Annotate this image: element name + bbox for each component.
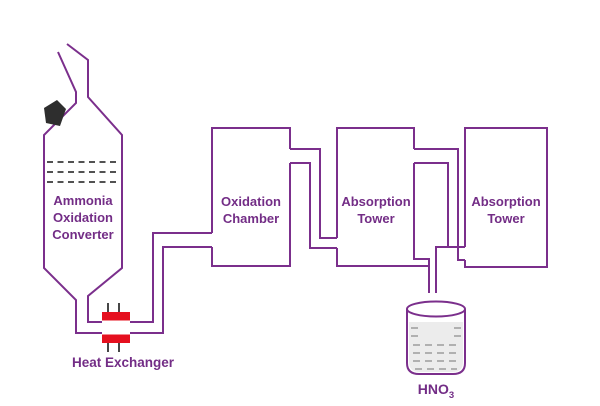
- absorption-tower2-label-line2: Tower: [487, 211, 525, 226]
- beaker-rim: [406, 300, 466, 318]
- oxidation-chamber-label: Oxidation Chamber: [221, 193, 281, 227]
- hno3-formula-base: HNO: [417, 381, 449, 397]
- beaker-liquid: [409, 322, 463, 372]
- beaker-liquid-side-ticks: [411, 327, 461, 337]
- pipe-tower1-to-tower2-outer: [414, 148, 465, 261]
- converter-label-line2: Oxidation: [53, 210, 113, 225]
- catalyst-layer-dashes: [47, 161, 119, 183]
- converter-outline-outer: [43, 51, 212, 334]
- oxidation-chamber-label-line2: Chamber: [222, 211, 280, 226]
- absorption-tower1-label: Absorption Tower: [341, 193, 410, 227]
- converter-label-line3: Converter: [52, 227, 114, 242]
- valve: [44, 100, 66, 126]
- hno3-formula-subscript: 3: [448, 389, 455, 401]
- absorption-tower2-outline: [464, 127, 548, 268]
- pipe-chamber-to-tower1-inner: [290, 162, 337, 249]
- converter-outline-inner: [66, 43, 212, 323]
- absorption-tower1-outline: [336, 127, 430, 293]
- converter-label-line1: Ammonia: [53, 193, 113, 208]
- heat-exchanger-pins: [107, 303, 120, 352]
- converter-label: Ammonia Oxidation Converter: [52, 192, 113, 243]
- absorption-tower1-label-line1: Absorption: [341, 194, 411, 209]
- pipe-chamber-to-tower1-outer: [290, 148, 337, 239]
- heat-exchanger-label: Heat Exchanger: [71, 355, 175, 370]
- absorption-tower1-label-line2: Tower: [357, 211, 395, 226]
- drain-pipe-to-beaker: [435, 246, 465, 293]
- absorption-tower2-label: Absorption Tower: [471, 193, 540, 227]
- pipe-tower1-to-tower2-inner: [414, 162, 449, 247]
- absorption-tower2-label-line1: Absorption: [471, 194, 541, 209]
- heat-exchanger-pipe-gap: [102, 320, 130, 335]
- hno3-label: HNO3: [418, 381, 454, 404]
- beaker-outline: [406, 309, 466, 375]
- oxidation-chamber-label-line1: Oxidation: [221, 194, 281, 209]
- oxidation-chamber-outline: [211, 127, 291, 267]
